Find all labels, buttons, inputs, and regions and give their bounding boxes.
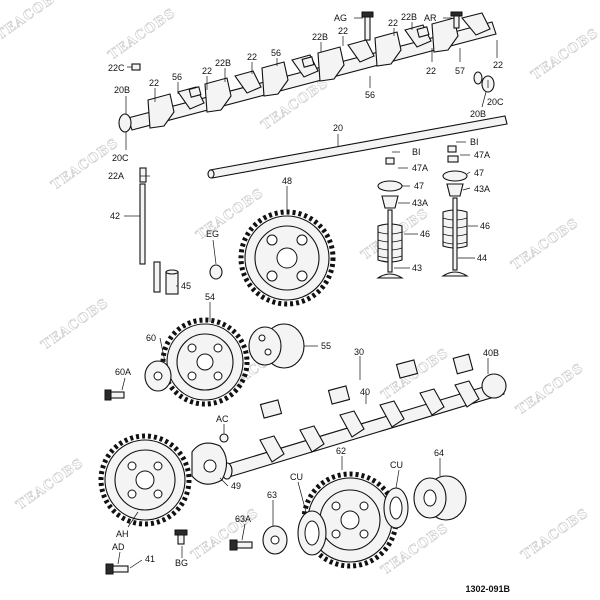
clip-22c <box>131 63 141 71</box>
label-45: 45 <box>181 281 191 291</box>
label-47a-1: 47A <box>412 163 428 173</box>
label-43a-2: 43A <box>474 184 490 194</box>
watermark: TEACOBS <box>514 361 587 418</box>
label-56-right: 56 <box>365 90 375 100</box>
diagram-code: 1302-091B <box>465 584 510 594</box>
label-40b: 40B <box>483 348 499 358</box>
bolt-60a <box>109 391 125 399</box>
label-62: 62 <box>336 446 346 456</box>
adjuster-22a <box>139 167 147 183</box>
label-40: 40 <box>360 387 370 397</box>
rocker-springs <box>188 26 430 98</box>
label-22-left2: 22 <box>202 66 212 76</box>
label-46-1: 46 <box>420 229 430 239</box>
label-43: 43 <box>412 263 422 273</box>
label-20c-left: 20C <box>112 153 129 163</box>
gear-48 <box>238 209 336 307</box>
label-44: 44 <box>477 253 487 263</box>
label-55: 55 <box>321 341 331 351</box>
label-63: 63 <box>267 490 277 500</box>
ring-ac <box>219 433 229 443</box>
label-cu-1: CU <box>290 472 303 482</box>
bolt-ad <box>111 565 129 573</box>
label-47-2: 47 <box>474 168 484 178</box>
watermark: TEACOBS <box>49 136 122 193</box>
label-20c-right: 20C <box>487 97 504 107</box>
part-labels: AG 22B AR 22 22 22B 56 22 22B 22 56 22 2… <box>108 12 504 568</box>
tube-20 <box>209 115 508 179</box>
label-eg: EG <box>206 229 219 239</box>
label-56-top: 56 <box>271 48 281 58</box>
label-56-left: 56 <box>172 72 182 82</box>
gear-ah <box>98 433 192 527</box>
watermark: TEACOBS <box>0 0 67 43</box>
label-22-r2: 22 <box>493 60 503 70</box>
label-20b-right: 20B <box>470 109 486 119</box>
label-22-top2: 22 <box>338 26 348 36</box>
label-bi-1: BI <box>412 147 421 157</box>
label-46-2: 46 <box>480 221 490 231</box>
label-64: 64 <box>434 448 444 458</box>
watermark: TEACOBS <box>519 506 592 563</box>
label-bg: BG <box>175 558 188 568</box>
watermark: TEACOBS <box>14 456 87 513</box>
label-54: 54 <box>205 292 215 302</box>
label-47a-2: 47A <box>474 150 490 160</box>
valve-44 <box>452 197 458 271</box>
pushrod-lower <box>153 261 161 293</box>
bolt-ag <box>364 13 371 41</box>
label-bi-2: BI <box>470 137 479 147</box>
label-22-top1: 22 <box>388 18 398 28</box>
valve-assembly-left <box>376 157 404 279</box>
label-48: 48 <box>282 176 292 186</box>
leader-lines <box>117 17 498 569</box>
label-57: 57 <box>455 66 465 76</box>
label-42: 42 <box>110 211 120 221</box>
shaft-plug-left <box>118 113 132 133</box>
label-22-mid: 22 <box>247 52 257 62</box>
label-22c-top: 22C <box>108 63 125 73</box>
label-20b-left: 20B <box>114 85 130 95</box>
pushrod-42 <box>139 183 146 265</box>
rocker-arms <box>147 12 491 129</box>
label-22a: 22A <box>108 171 124 181</box>
label-ad: AD <box>112 542 125 552</box>
label-22-r1: 22 <box>426 66 436 76</box>
label-43a-1: 43A <box>412 198 428 208</box>
label-ac: AC <box>216 414 229 424</box>
label-ag: AG <box>334 13 347 23</box>
camshaft-40 <box>221 380 505 480</box>
label-22-left1: 22 <box>149 78 159 88</box>
label-49: 49 <box>231 481 241 491</box>
watermark: TEACOBS <box>509 216 582 273</box>
bearing-40b <box>481 373 507 399</box>
label-20: 20 <box>333 123 343 133</box>
label-ar: AR <box>424 13 437 23</box>
hub-55 <box>248 323 305 369</box>
valve-assembly-right <box>441 145 469 277</box>
label-63a: 63A <box>235 514 251 524</box>
rocker-shaft-assembly <box>118 11 497 183</box>
label-41: 41 <box>145 554 155 564</box>
label-ah: AH <box>116 529 129 539</box>
tappet-45 <box>165 271 179 295</box>
watermark: TEACOBS <box>106 6 179 63</box>
watermark: TEACOBS <box>529 26 600 83</box>
label-60: 60 <box>146 333 156 343</box>
bolt-63a <box>235 541 253 549</box>
label-22b-top: 22B <box>401 12 417 22</box>
hub-64 <box>413 475 467 521</box>
nut-eg <box>209 264 223 280</box>
valve-43 <box>387 209 393 273</box>
label-60a: 60A <box>115 367 131 377</box>
label-22b-mid: 22B <box>312 32 328 42</box>
watermark: TEACOBS <box>39 296 112 353</box>
bearings-30 <box>259 353 474 419</box>
gear-54 <box>160 317 250 407</box>
label-cu-2: CU <box>390 460 403 470</box>
label-30: 30 <box>354 347 364 357</box>
label-22b-left: 22B <box>215 58 231 68</box>
label-47-1: 47 <box>414 181 424 191</box>
